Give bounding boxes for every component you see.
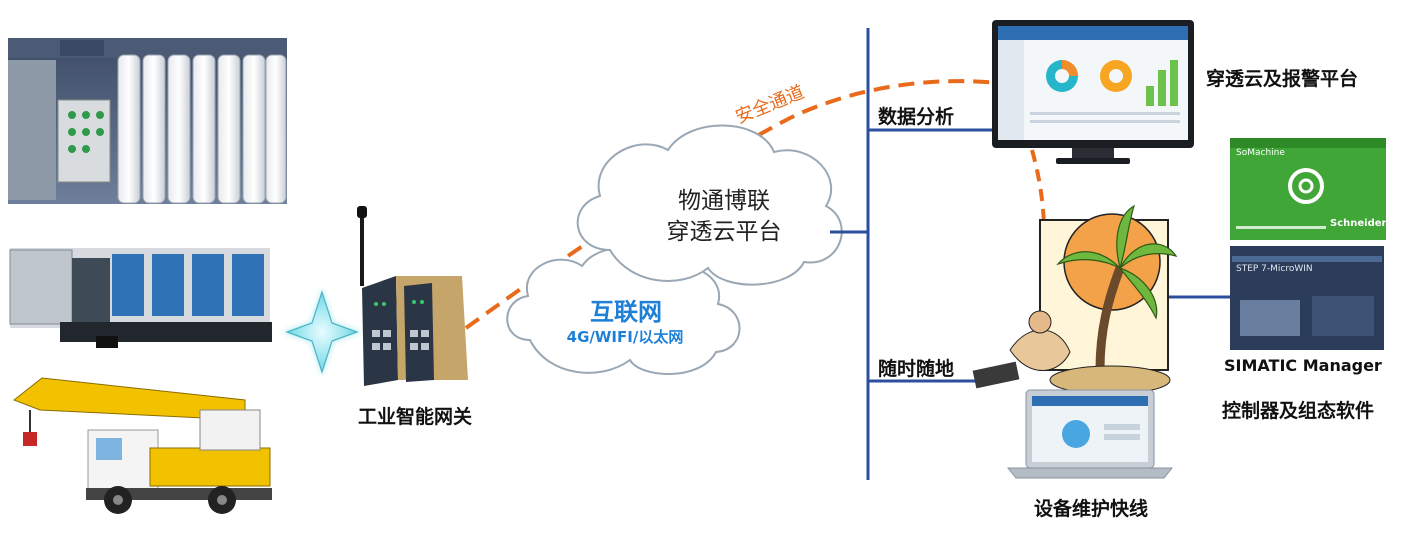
monitor-dashboard-image: [992, 20, 1194, 164]
anywhere-maintenance-illustration: [972, 204, 1178, 395]
cloud-title-line2: 穿透云平台: [666, 219, 782, 245]
controller-software-label: 控制器及组态软件: [1222, 400, 1375, 422]
wireless-link-star-icon: [282, 288, 362, 376]
somachine-title: SoMachine: [1236, 148, 1285, 158]
platform-label: 穿透云及报警平台: [1206, 68, 1359, 90]
internet-subtitle: 4G/WIFI/以太网: [566, 328, 684, 346]
step7-software-image: [1230, 246, 1384, 350]
simatic-manager-label: SIMATIC Manager: [1224, 356, 1382, 375]
anytime-anywhere-label: 随时随地: [878, 358, 955, 380]
step7-title: STEP 7-MicroWIN: [1236, 264, 1313, 274]
gateway-label: 工业智能网关: [358, 406, 473, 428]
truck-crane-image: [12, 377, 272, 514]
industrial-gateway-image: [357, 206, 468, 386]
water-treatment-equipment-image: [8, 38, 287, 204]
schneider-logo-text: Schneider: [1330, 218, 1387, 229]
penetration-cloud-title: 物通博联 穿透云平台: [644, 186, 804, 248]
printing-press-image: [9, 248, 272, 348]
laptop-maintenance-image: [1006, 389, 1174, 479]
data-analysis-label: 数据分析: [878, 106, 955, 128]
internet-title: 互联网: [590, 298, 662, 326]
cloud-title-line1: 物通博联: [678, 188, 770, 214]
penetration-cloud-shape: [576, 124, 843, 286]
somachine-software-image: [1230, 138, 1386, 240]
maintenance-label: 设备维护快线: [1034, 498, 1149, 520]
